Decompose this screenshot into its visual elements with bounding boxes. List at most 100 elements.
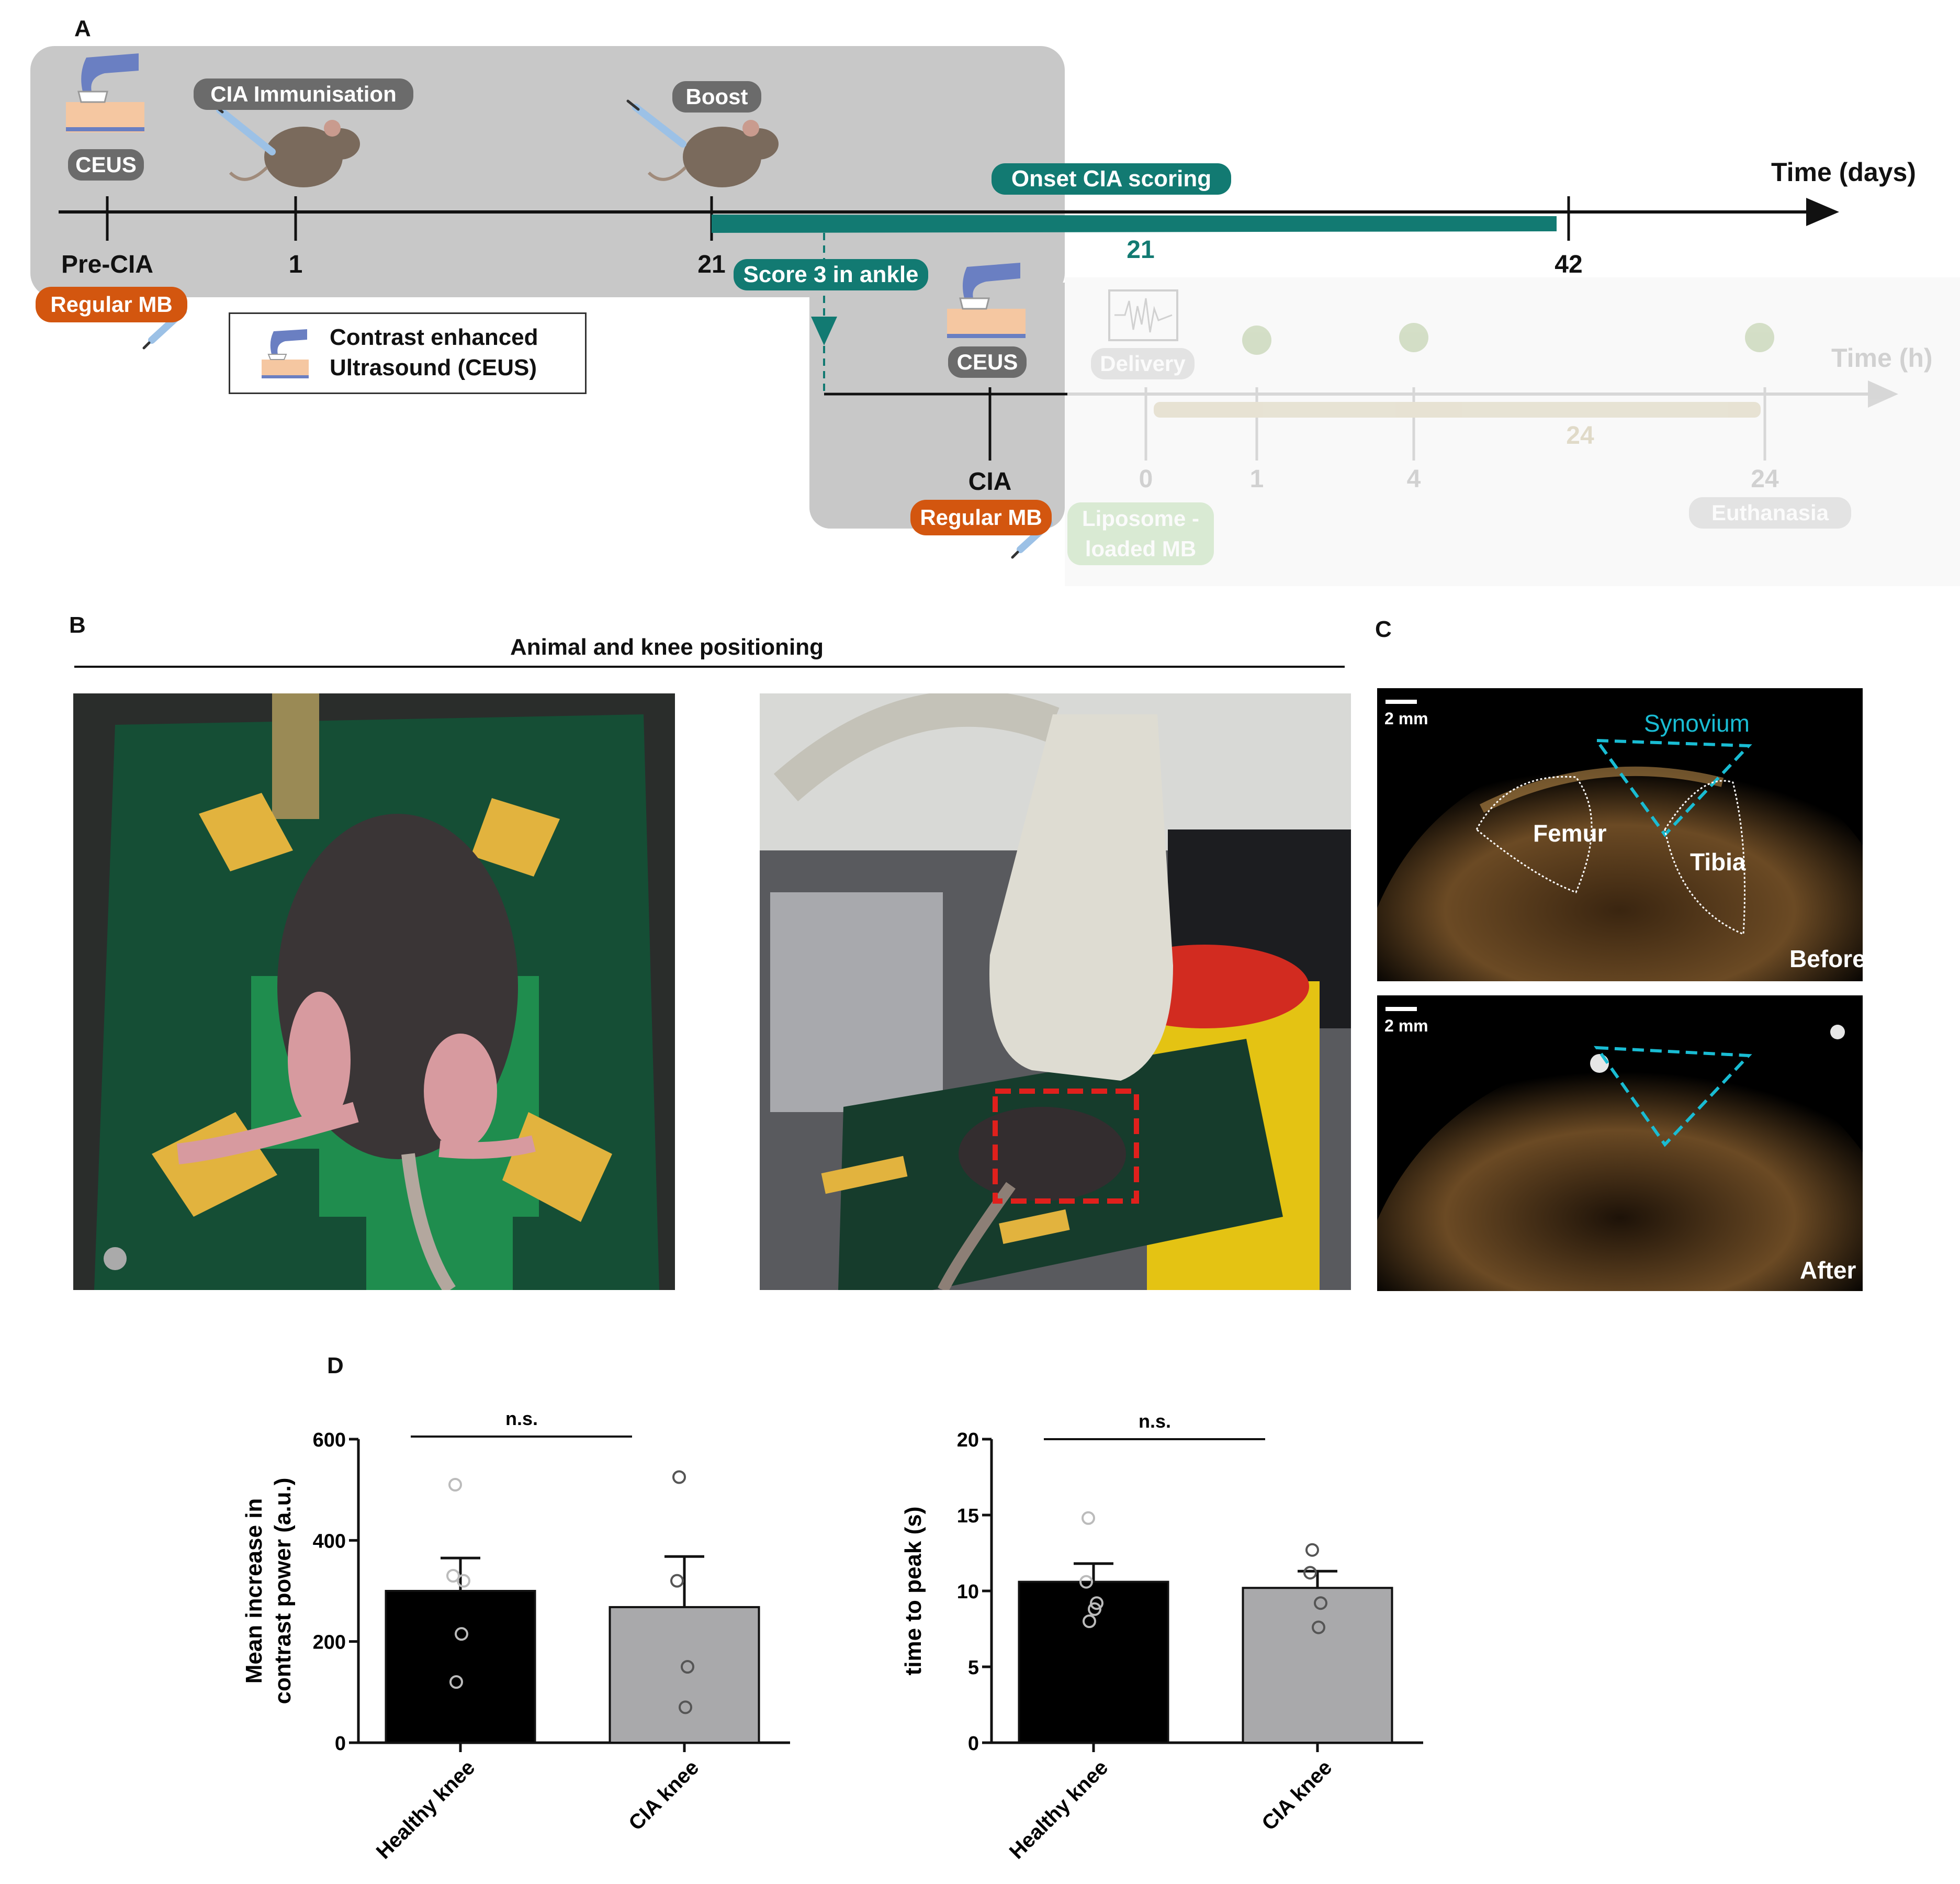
bar: [1242, 1587, 1393, 1744]
hour-tick-4: 4: [1406, 465, 1421, 493]
boost-badge: Boost: [672, 81, 761, 113]
syringe-icon: [210, 102, 276, 155]
data-point: [1314, 1596, 1327, 1610]
ultrasound-after-image: 2 mm After: [1377, 995, 1863, 1291]
ultrasound-before-graphic: [1377, 700, 1863, 981]
data-point: [1079, 1575, 1093, 1589]
y-tick-label: 0: [335, 1733, 346, 1755]
data-point: [457, 1574, 470, 1588]
y-tick-label: 5: [968, 1657, 979, 1679]
timeline-graphics: [59, 53, 1898, 559]
y-tick-label: 200: [313, 1632, 346, 1654]
data-point: [679, 1700, 692, 1714]
hour-tick-24: 24: [1751, 465, 1779, 493]
y-tick-label: 400: [313, 1530, 346, 1552]
x-tick-label: Healthy knee: [1005, 1756, 1113, 1864]
panel-b-rule: [74, 666, 1345, 668]
delivery-badge: Delivery: [1091, 348, 1195, 379]
ceus-badge: CEUS: [68, 149, 144, 181]
cia-label: CIA: [968, 468, 1012, 496]
y-tick-label: 600: [313, 1429, 346, 1451]
span-21-label: 21: [1127, 236, 1155, 264]
synovium-label: Synovium: [1644, 710, 1750, 737]
data-point: [449, 1675, 463, 1689]
data-point: [672, 1470, 686, 1484]
y-tick-label: 0: [968, 1733, 979, 1755]
regular-mb-cia-badge: Regular MB: [910, 500, 1052, 535]
y-axis-label: time to peak (s): [900, 1507, 926, 1676]
hour-tick-0: 0: [1139, 465, 1153, 493]
ceus-legend: Contrast enhanced Ultrasound (CEUS): [229, 312, 587, 394]
ultrasound-before-image: 2 mm Synovium Femur Tibia Before: [1377, 688, 1863, 981]
onset-cia-scoring-badge: Onset CIA scoring: [992, 163, 1231, 195]
data-point: [448, 1478, 462, 1492]
ultrasound-after-graphic: [1377, 1007, 1863, 1291]
panel-b-title: Animal and knee positioning: [510, 634, 824, 660]
ultrasound-probe-icon: [947, 263, 1026, 338]
bar: [385, 1590, 536, 1744]
data-point: [1083, 1614, 1096, 1628]
syringe-icon: [626, 99, 686, 148]
ceus-cia-badge: CEUS: [948, 346, 1027, 378]
data-point: [1303, 1566, 1317, 1580]
femur-label: Femur: [1533, 820, 1607, 847]
y-axis-label-2: contrast power (a.u.): [270, 1478, 296, 1704]
x-tick-label: Healthy knee: [372, 1756, 480, 1864]
probe-positioning-image: [760, 693, 1351, 1290]
after-label: After: [1800, 1257, 1856, 1284]
y-axis-label: Mean increase in: [241, 1498, 267, 1684]
data-point: [1090, 1596, 1103, 1610]
data-point: [1305, 1543, 1319, 1557]
ultrasound-probe-icon: [66, 53, 144, 132]
tick-1: 1: [288, 251, 303, 278]
ultrasound-probe-icon: [262, 329, 309, 378]
data-point: [1312, 1620, 1325, 1634]
span-24-label: 24: [1566, 422, 1594, 450]
tick-pre-cia: Pre-CIA: [61, 251, 154, 278]
cia-immunisation-badge: CIA Immunisation: [194, 78, 413, 110]
data-point: [670, 1574, 684, 1588]
tibia-label: Tibia: [1690, 848, 1746, 876]
panel-c-letter: C: [1375, 616, 1392, 642]
mouse-on-board-image: [94, 693, 659, 1290]
bar: [609, 1606, 760, 1744]
euthanasia-badge: Euthanasia: [1689, 497, 1851, 529]
before-label: Before: [1789, 945, 1863, 972]
data-point: [1088, 1602, 1101, 1616]
legend-line-2: Ultrasound (CEUS): [330, 355, 537, 380]
mouse-icon: [647, 120, 779, 187]
time-days-label: Time (days): [1771, 158, 1916, 187]
mouse-icon: [229, 120, 360, 187]
time-h-label: Time (h): [1831, 343, 1933, 373]
mouse-on-board-photo: [73, 693, 675, 1290]
significance-label: n.s.: [505, 1408, 538, 1429]
y-tick-label: 15: [957, 1505, 979, 1527]
scale-bar-label: 2 mm: [1384, 709, 1428, 728]
data-point: [681, 1660, 694, 1674]
x-tick-label: CIA knee: [1257, 1756, 1336, 1835]
x-tick-label: CIA knee: [624, 1756, 703, 1835]
tick-21: 21: [697, 251, 726, 278]
scale-bar-label-after: 2 mm: [1384, 1016, 1428, 1035]
legend-line-1: Contrast enhanced: [330, 324, 538, 350]
regular-mb-badge: Regular MB: [36, 287, 187, 322]
panel-b-letter: B: [69, 612, 86, 638]
panel-d-letter: D: [327, 1353, 344, 1378]
data-point: [1082, 1511, 1095, 1525]
panel-a-letter: A: [74, 16, 91, 41]
knee-region-marker: [993, 1089, 1139, 1204]
bar: [1018, 1580, 1169, 1744]
y-tick-label: 20: [957, 1429, 979, 1451]
treatment-background: [1065, 277, 1960, 586]
data-point: [446, 1569, 460, 1583]
hour-tick-1: 1: [1249, 465, 1264, 493]
probe-positioning-photo: [760, 693, 1351, 1290]
liposome-mb-badge: Liposome -loaded MB: [1067, 502, 1214, 565]
tick-42: 42: [1555, 251, 1583, 278]
data-point: [455, 1627, 468, 1641]
significance-label: n.s.: [1139, 1410, 1171, 1432]
y-tick-label: 10: [957, 1581, 979, 1603]
score-3-ankle-badge: Score 3 in ankle: [734, 259, 928, 290]
